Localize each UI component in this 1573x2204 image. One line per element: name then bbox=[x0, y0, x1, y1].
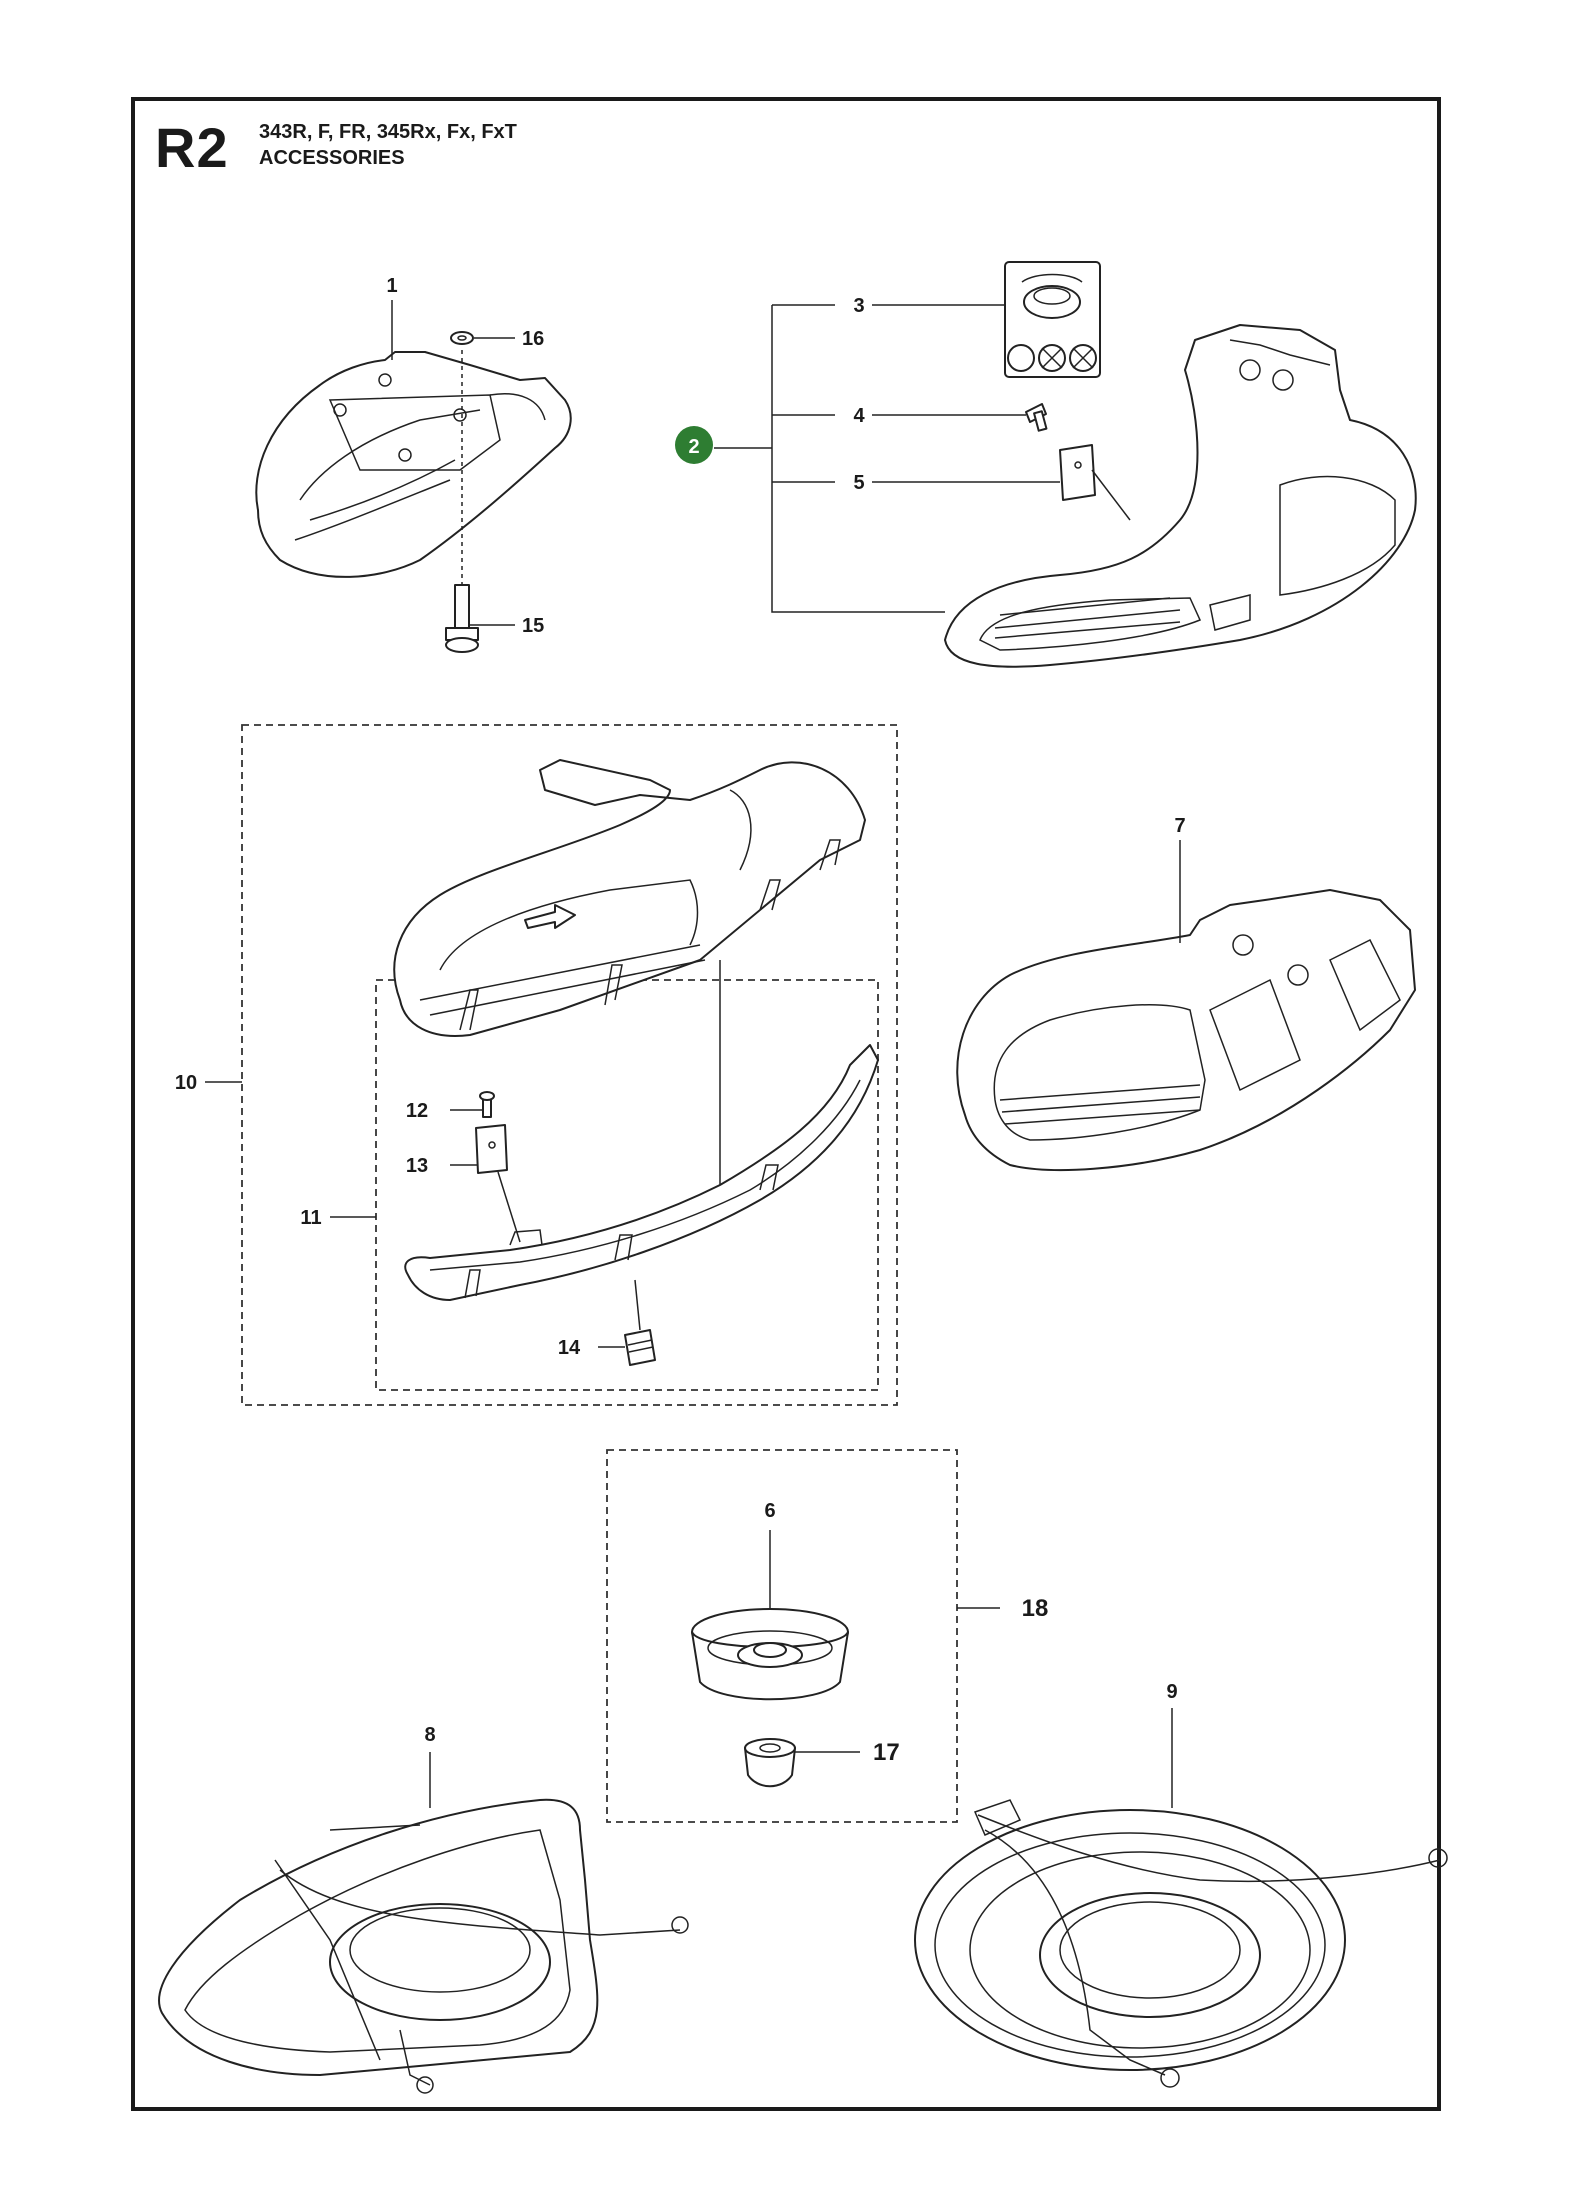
part-11-strip[interactable] bbox=[404, 1044, 879, 1301]
page-frame bbox=[131, 97, 1441, 2111]
group-10-box bbox=[241, 724, 898, 1406]
callout-9: 9 bbox=[1166, 1681, 1177, 1703]
group-18-box bbox=[606, 1449, 958, 1823]
callout-3: 3 bbox=[853, 295, 864, 317]
callout-8: 8 bbox=[424, 1724, 435, 1746]
callout-12: 12 bbox=[406, 1100, 428, 1122]
callout-5: 5 bbox=[853, 472, 864, 494]
part-2-guard[interactable] bbox=[944, 324, 1417, 668]
group-11-box bbox=[375, 979, 879, 1391]
part-1-guard[interactable] bbox=[255, 351, 572, 578]
callout-17: 17 bbox=[873, 1739, 900, 1766]
part-16-washer[interactable] bbox=[450, 331, 474, 345]
part-5-plate[interactable] bbox=[1059, 444, 1096, 501]
diagram-code: R2 bbox=[155, 116, 229, 179]
callout-10: 10 bbox=[175, 1072, 197, 1094]
callout-4: 4 bbox=[853, 405, 865, 427]
callout-15: 15 bbox=[522, 615, 544, 637]
callout-6: 6 bbox=[764, 1500, 775, 1522]
part-14-clip[interactable] bbox=[624, 1329, 656, 1366]
callout-2: 2 bbox=[688, 436, 699, 458]
part-3-spool-label[interactable] bbox=[1004, 261, 1101, 378]
callout-1: 1 bbox=[386, 275, 397, 297]
part-9-guard[interactable] bbox=[914, 1799, 1448, 2088]
part-15-bolt[interactable] bbox=[445, 584, 479, 653]
part-8-guard[interactable] bbox=[158, 1798, 689, 2094]
callout-11: 11 bbox=[300, 1207, 321, 1229]
kit-badge-2: 2 bbox=[675, 426, 713, 464]
callout-16: 16 bbox=[522, 328, 544, 350]
callout-7: 7 bbox=[1174, 815, 1185, 837]
callout-13: 13 bbox=[406, 1155, 428, 1177]
part-7-cover[interactable] bbox=[956, 889, 1416, 1171]
model-list: 343R, F, FR, 345Rx, Fx, FxT bbox=[259, 121, 517, 143]
part-17-nut[interactable] bbox=[744, 1738, 796, 1788]
section-title: ACCESSORIES bbox=[259, 147, 405, 169]
callout-14: 14 bbox=[558, 1337, 581, 1359]
part-12-screw[interactable] bbox=[479, 1091, 495, 1118]
callout-18: 18 bbox=[1022, 1595, 1049, 1622]
part-10-guard[interactable] bbox=[393, 759, 866, 1037]
part-13-plate[interactable] bbox=[475, 1124, 508, 1174]
part-6-cup[interactable] bbox=[691, 1608, 849, 1701]
part-4-screw[interactable] bbox=[1025, 403, 1048, 432]
